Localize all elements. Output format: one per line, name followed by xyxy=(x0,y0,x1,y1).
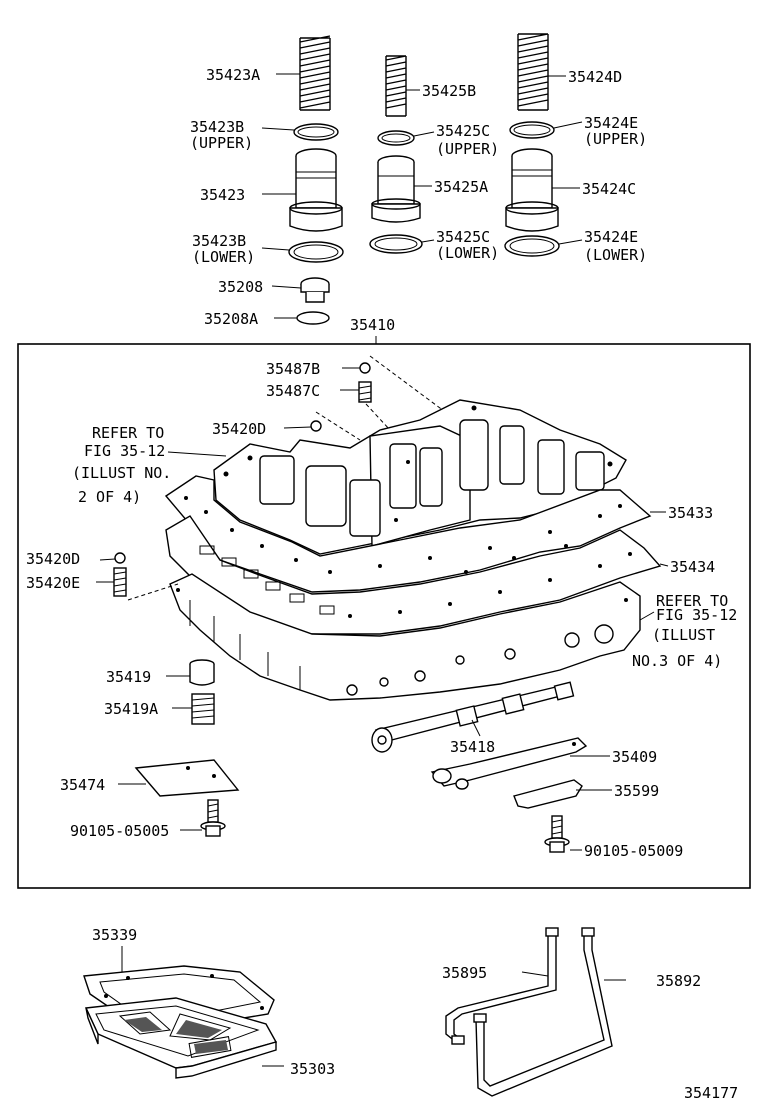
ball-35420D-left[interactable] xyxy=(114,552,126,564)
label-35423B-lower-note: (LOWER) xyxy=(192,248,255,266)
refer-note-left: REFER TO FIG 35-12 (ILLUST NO. 2 OF 4) xyxy=(72,424,171,506)
label-bolt-90105-05009: 90105-05009 xyxy=(584,842,683,860)
ring-35423B-lower[interactable] xyxy=(288,241,344,263)
piston-35425A[interactable] xyxy=(371,155,421,223)
spring-35425B[interactable] xyxy=(385,55,407,117)
label-35208: 35208 xyxy=(218,278,263,296)
assembly-box-35410 xyxy=(17,343,751,889)
label-35424E-upper: 35424E xyxy=(584,114,638,132)
label-35424E-upper-note: (UPPER) xyxy=(584,130,647,148)
label-35423B-upper: 35423B xyxy=(190,118,244,136)
label-35487B: 35487B xyxy=(266,360,320,378)
label-35425C-lower: 35425C xyxy=(436,228,490,246)
label-35208A: 35208A xyxy=(204,310,258,328)
bolt-90105-05005[interactable] xyxy=(200,799,226,837)
label-35409: 35409 xyxy=(612,748,657,766)
figure-number: 354177 xyxy=(684,1084,738,1102)
upper-valve-body[interactable] xyxy=(213,399,627,555)
ball-35420D-top[interactable] xyxy=(310,420,322,432)
label-35487C: 35487C xyxy=(266,382,320,400)
label-35892: 35892 xyxy=(656,972,701,990)
ring-35424E-upper[interactable] xyxy=(509,121,555,139)
label-35423B-upper-note: (UPPER) xyxy=(190,134,253,152)
label-35423: 35423 xyxy=(200,186,245,204)
label-35599: 35599 xyxy=(614,782,659,800)
svg-text:2 OF 4): 2 OF 4) xyxy=(78,488,141,506)
label-35434: 35434 xyxy=(670,558,715,576)
label-35425C-lower-note: (LOWER) xyxy=(436,244,499,262)
ball-35487B[interactable] xyxy=(359,362,371,374)
spring-35423A[interactable] xyxy=(299,35,331,111)
detent-spring-35409[interactable] xyxy=(430,737,588,790)
spring-35419A[interactable] xyxy=(191,693,215,725)
plate-35433[interactable] xyxy=(164,475,652,593)
refer-note-right: REFER TO FIG 35-12 (ILLUST NO.3 OF 4) xyxy=(632,592,737,670)
svg-text:NO.3 OF 4): NO.3 OF 4) xyxy=(632,652,722,670)
svg-text:(ILLUST NO.: (ILLUST NO. xyxy=(72,464,171,482)
svg-text:REFER TO: REFER TO xyxy=(92,424,164,442)
manual-valve-35418[interactable] xyxy=(371,681,575,753)
label-35420D-left: 35420D xyxy=(26,550,80,568)
spring-35420E[interactable] xyxy=(113,567,127,597)
label-35420D-top: 35420D xyxy=(212,420,266,438)
label-bolt-90105-05005: 90105-05005 xyxy=(70,822,169,840)
label-35339: 35339 xyxy=(92,926,137,944)
bolt-90105-05009[interactable] xyxy=(544,815,570,853)
piston-35423[interactable] xyxy=(289,148,343,232)
tube-35895[interactable] xyxy=(445,927,559,1045)
label-35425C-upper: 35425C xyxy=(436,122,490,140)
ring-35425C-lower[interactable] xyxy=(369,234,423,254)
label-35425C-upper-note: (UPPER) xyxy=(436,140,499,158)
label-35419A: 35419A xyxy=(104,700,158,718)
plate-35599[interactable] xyxy=(513,779,583,809)
ring-35423B-upper[interactable] xyxy=(293,123,339,141)
label-35433: 35433 xyxy=(668,504,713,522)
plunger-35419[interactable] xyxy=(189,659,215,686)
label-35425B: 35425B xyxy=(422,82,476,100)
label-35419: 35419 xyxy=(106,668,151,686)
strainer-35303[interactable] xyxy=(84,997,278,1079)
label-35424E-lower: 35424E xyxy=(584,228,638,246)
tube-35892[interactable] xyxy=(473,927,613,1097)
svg-text:REFER TO: REFER TO xyxy=(656,592,728,610)
cover-35474[interactable] xyxy=(134,759,240,797)
ring-35425C-upper[interactable] xyxy=(377,130,415,146)
label-35420E: 35420E xyxy=(26,574,80,592)
label-35423B-lower: 35423B xyxy=(192,232,246,250)
svg-text:(ILLUST: (ILLUST xyxy=(652,626,715,644)
ring-35424E-lower[interactable] xyxy=(504,235,560,257)
label-35418: 35418 xyxy=(450,738,495,756)
svg-text:FIG 35-12: FIG 35-12 xyxy=(656,606,737,624)
lower-valve-body[interactable] xyxy=(169,573,641,701)
label-35424D: 35424D xyxy=(568,68,622,86)
oring-35208A[interactable] xyxy=(296,311,330,325)
label-35424C: 35424C xyxy=(582,180,636,198)
spring-35487C[interactable] xyxy=(358,381,372,403)
label-35895: 35895 xyxy=(442,964,487,982)
label-35423A: 35423A xyxy=(206,66,260,84)
plug-35208[interactable] xyxy=(300,277,330,303)
label-35303: 35303 xyxy=(290,1060,335,1078)
label-35474: 35474 xyxy=(60,776,105,794)
spring-35424D[interactable] xyxy=(517,33,549,111)
svg-text:FIG 35-12: FIG 35-12 xyxy=(84,442,165,460)
label-35424E-lower-note: (LOWER) xyxy=(584,246,647,264)
label-35410: 35410 xyxy=(350,316,395,334)
piston-35424C[interactable] xyxy=(505,148,559,232)
label-35425A: 35425A xyxy=(434,178,488,196)
